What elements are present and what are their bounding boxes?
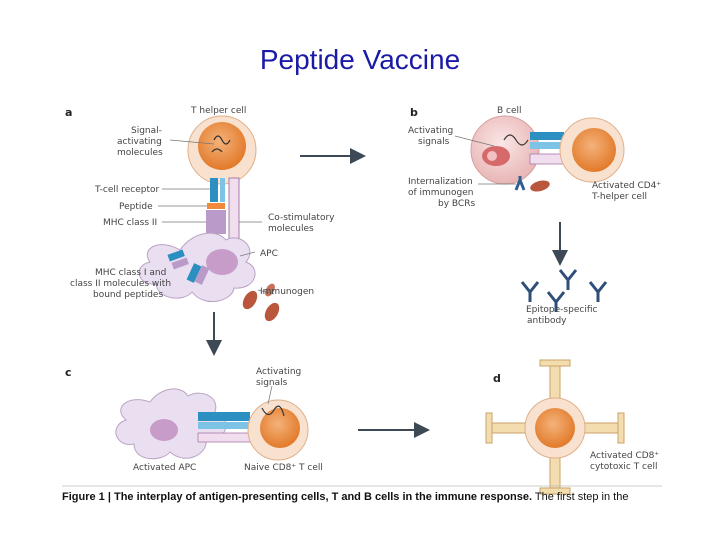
t-cell-receptor-shape [210,178,218,202]
caption-lead: Figure 1 | The interplay of antigen-pres… [62,491,533,503]
t-helper-cell-shape [187,115,257,185]
immunogen-label: Immunogen [260,287,314,297]
c-tcr-bridge [198,412,250,421]
signal-activating-label-3: molecules [117,148,163,158]
panel-a-leader-lines [158,139,275,295]
mhc-class-ii-shape [206,210,226,234]
internalization-label-2: of immunogen [408,188,473,198]
c-tcr-bridge-2 [198,422,250,429]
activated-cd8-nucleus [535,408,575,448]
apc-label: APC [260,249,278,259]
panel-b-letter: b [410,106,418,119]
mhc-bound-label-3: bound peptides [93,290,163,300]
mhc-class-ii-label: MHC class II [103,218,157,228]
activated-cd4-label-2: T-helper cell [591,192,647,202]
signal-activating-label-1: Signal- [131,126,162,136]
peptide-shape [207,203,225,209]
panel-b-leader-lines [454,135,516,185]
c-signal-squiggle [261,405,285,417]
mhc-complexes-shape [167,249,210,285]
panel-c-letter: c [65,366,72,379]
cytotoxic-arms-shape [485,359,625,495]
activated-apc-nucleus [150,419,178,441]
c-leader-line [267,385,273,405]
panel-d-letter: d [493,372,501,385]
costim-label-1: Co-stimulatory [268,213,335,223]
t-helper-cell-label: T helper cell [190,106,246,116]
panel-a: a T helper cell [65,106,335,322]
b-cell-signal-squiggle [503,134,529,146]
activated-cd8-label-2: cytotoxic T cell [590,462,658,472]
t-cell-receptor-label: T-cell receptor [94,185,160,195]
activated-cd4-label-1: Activated CD4⁺ [592,181,661,191]
panel-c: c Activating signals Activated APC Naive… [65,366,323,473]
naive-cd8-label: Naive CD8⁺ T cell [244,463,323,473]
panel-b: b B cell Activating signals Internalizat… [408,106,661,326]
internalized-vesicle [487,151,497,161]
immunogen-shape [242,283,280,322]
bcr-immunogen-shape [514,176,550,192]
epitope-label-1: Epitope-specific [526,305,597,315]
mhc-bound-label-2: class II molecules with [70,279,171,289]
figure-caption: Figure 1 | The interplay of antigen-pres… [62,491,662,503]
apc-nucleus [206,249,238,275]
t-cell-receptor-chain [220,178,225,202]
b-bcr-tcr-bridge [530,132,564,140]
activated-apc-label: Activated APC [133,463,196,473]
signal-activating-label-2: activating [117,137,162,147]
b-activating-label-2: signals [418,137,450,147]
internalization-label-3: by BCRs [438,199,475,209]
mhc-bound-label-1: MHC class I and [95,268,166,278]
peptide-label: Peptide [119,202,153,212]
panel-d: d Activated CD8⁺ cytotoxic T cell [485,359,659,495]
c-costim-bridge [197,432,251,443]
b-cell-label: B cell [497,106,522,116]
b-costim-bridge [529,153,565,165]
epitope-label-2: antibody [527,316,567,326]
c-activating-label-1: Activating [256,367,301,377]
b-bcr-tcr-bridge-2 [530,142,564,149]
naive-cd8-nucleus [260,408,300,448]
panel-a-letter: a [65,106,72,119]
activated-cd8-label-1: Activated CD8⁺ [590,451,659,461]
antibodies-shape [520,269,608,312]
activated-cd4-nucleus [572,128,616,172]
caption-rest: The first step in the [532,491,629,503]
page-title: Peptide Vaccine [259,44,461,75]
b-activating-label-1: Activating [408,126,453,136]
internalization-label-1: Internalization [408,177,473,187]
costim-label-2: molecules [268,224,314,234]
c-activating-label-2: signals [256,378,288,388]
